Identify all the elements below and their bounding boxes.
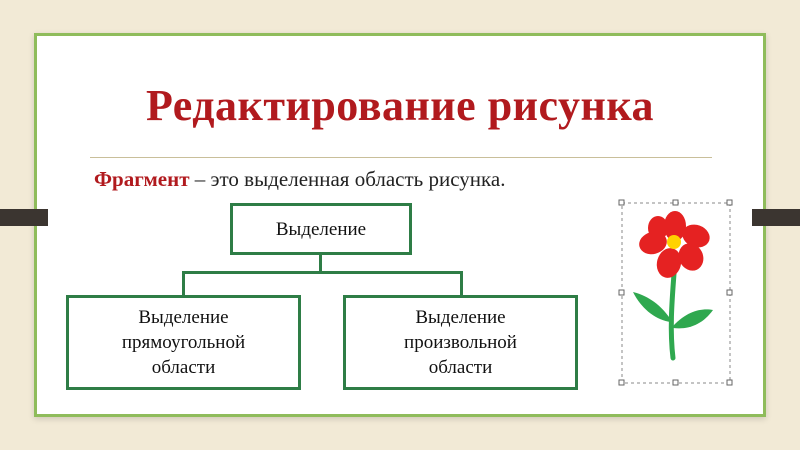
flower-center xyxy=(667,235,681,249)
petals xyxy=(639,211,710,278)
definition-rest: – это выделенная область рисунка. xyxy=(189,167,506,191)
diagram-child-rectangular-box: Выделение прямоугольной области xyxy=(66,295,301,390)
right-edge-tab xyxy=(752,209,800,226)
flower-picture xyxy=(603,190,748,398)
title-divider xyxy=(90,157,712,158)
connector-left xyxy=(182,271,185,296)
slide-title: Редактирование рисунка xyxy=(146,81,654,130)
diagram-child-freeform-box: Выделение произвольной области xyxy=(343,295,578,390)
left-edge-tab xyxy=(0,209,48,226)
diagram-root-box: Выделение xyxy=(230,203,412,255)
flower-drawing-icon xyxy=(618,199,733,386)
connector-vertical xyxy=(319,255,322,272)
connector-right xyxy=(460,271,463,296)
definition-term: Фрагмент xyxy=(94,167,190,191)
definition-text: Фрагмент – это выделенная область рисунк… xyxy=(94,166,505,192)
right-leaf xyxy=(673,309,713,329)
connector-horizontal xyxy=(182,271,463,274)
selection-handles xyxy=(618,199,733,386)
left-leaf xyxy=(633,292,671,322)
